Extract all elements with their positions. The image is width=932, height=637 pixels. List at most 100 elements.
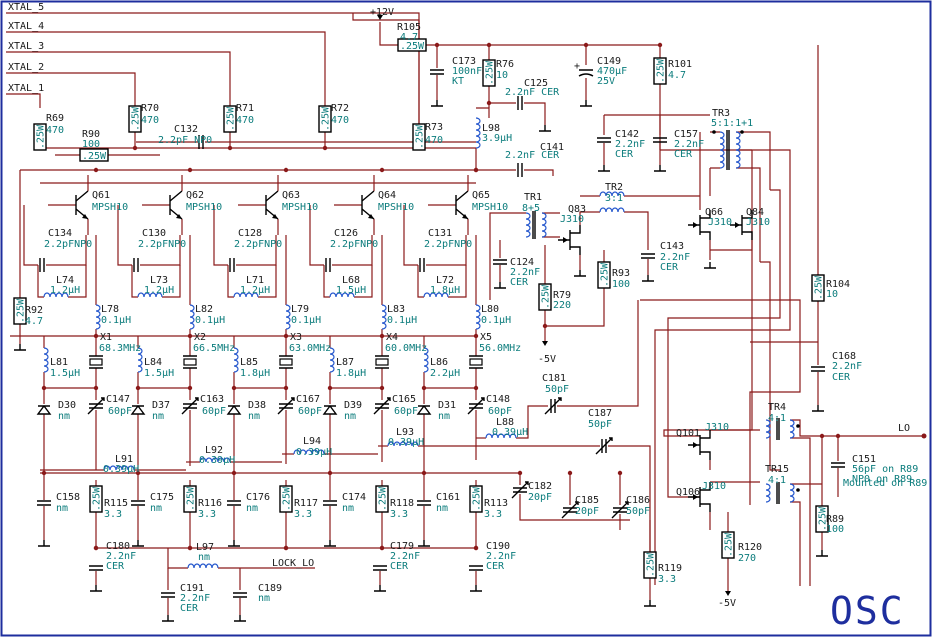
resistor-rating: .25W [400,41,425,52]
transistor-ref-5: Q65 [472,190,490,201]
varactor-value-2: nm [152,411,164,422]
c132 [198,135,204,149]
tr15-primary [765,483,771,503]
varactor-diode-4 [322,404,338,415]
tank-coil-value-4: 1.5µH [336,285,366,296]
wire [37,265,44,298]
tank-coil-ref-5: L72 [436,275,454,286]
wire [489,212,560,300]
base-resistor-value-5: 470 [425,135,443,146]
trim-cap-1-arrow [87,397,105,415]
trim-cap-value-1: 60pF [108,406,132,417]
shunt-coil-2 [137,347,143,373]
tank-coil-value-1: 1.2µH [50,285,80,296]
lo-terminal[interactable] [921,433,927,439]
l92-ref: L92 [205,445,223,456]
wire [516,405,548,439]
wire [162,265,181,298]
l93-value: 0.39µH [388,437,424,448]
shunt-coil-value-5: 2.2µH [430,368,460,379]
wire [448,265,467,298]
c157-type: CER [674,149,693,160]
c186-value: 50pF [626,506,650,517]
tr3-secondary [735,131,741,169]
c179 [373,565,387,571]
c187-arrow [595,437,613,455]
c149 [578,69,594,77]
shunt-coil-ref-5: L86 [430,357,448,368]
r92-value: 4.7 [25,316,43,327]
q83 [558,225,581,255]
varactor-diode-2 [130,404,146,415]
c185-value: 20pF [575,506,599,517]
xtal-net-label-5: XTAL_5 [8,2,44,13]
ground-symbol [418,540,430,547]
rf-choke-ref-1: L78 [101,304,119,315]
junction-dot [187,545,193,551]
c132-value: 2.2pF NP0 [158,135,212,146]
bottom-resistor-value-3: 3.3 [294,509,312,520]
trim-cap-value-5: 60pF [488,406,512,417]
c132-ref: C132 [174,124,198,135]
shunt-coil-4 [329,347,335,373]
base-resistor-ref-1: R69 [46,113,64,124]
base-resistor-value-1: 470 [46,125,64,136]
tank-coil-3 [233,292,259,298]
c186-ref: C186 [626,495,650,506]
transistor-3 [265,190,279,220]
q83-value: J310 [560,214,584,225]
tr1-ref: TR1 [524,192,542,203]
ground-symbol [642,275,654,282]
trim-cap-5-arrow [467,397,485,415]
tr1-value: 8+5 [522,203,540,214]
ground-symbol [539,125,551,132]
ground-symbol [228,540,240,547]
feedback-cap-ref-1: C134 [48,228,72,239]
bottom-resistor-4: .25W [375,485,389,513]
c149-ref: C149 [597,56,621,67]
tr3-primary [719,131,725,169]
tr2-value: 3:1 [605,193,623,204]
trim-cap-3 [279,403,293,409]
wire [667,189,781,498]
l91-ref: L91 [115,454,133,465]
rf-choke-ref-3: L79 [291,304,309,315]
r93-value: 100 [612,279,630,290]
rf-choke-3 [285,304,291,330]
crystal-frequency-2: 66.5MHz [193,343,235,354]
bottom-resistor-ref-5: R113 [484,498,508,509]
junction-dot [187,333,193,339]
bottom-cap-3 [227,500,241,506]
r105-ref: R105 [397,22,421,33]
neg-supply-arrow [542,341,548,346]
c189-ref: C189 [258,583,282,594]
tr3-core [726,130,730,170]
l91 [103,465,135,471]
resistor-rating: .25W [724,532,735,557]
c181-ref: C181 [542,373,566,384]
crystal-3 [279,355,293,369]
c189 [233,592,247,598]
wire [790,501,801,586]
l88 [485,433,517,439]
base-resistor-ref-5: R73 [425,122,443,133]
r104-value: 10 [826,289,838,300]
c143 [641,253,655,259]
c125-value: 2.2nF CER [505,87,560,98]
c151 [831,462,845,468]
resistor-rating: .25W [36,124,47,149]
varactor-diode-5 [416,404,432,415]
resistor-rating: .25W [82,151,107,162]
tr15-core [776,482,780,504]
ground-symbol [162,615,174,622]
c142-ref: C142 [615,129,639,140]
shunt-coil-value-2: 1.5µH [144,368,174,379]
r92: .25W [13,297,27,325]
bottom-cap-ref-2: C175 [150,492,174,503]
wire [654,149,791,585]
tank-coil-ref-2: L73 [150,275,168,286]
rf-choke-value-2: 0.1µH [195,315,225,326]
q101 [688,430,711,460]
c173 [430,69,444,75]
q101-value: J310 [705,422,729,433]
